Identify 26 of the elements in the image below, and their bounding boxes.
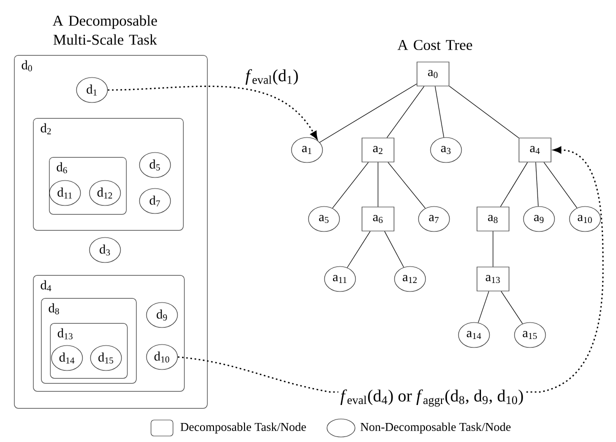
edge-label: f$_{eval}$(d$_{4}$) or f$_{aggr}$(d$_{8}$, d$_{9}$, d$_{10}$) bbox=[338, 387, 526, 409]
tree-line bbox=[346, 231, 371, 268]
tree-line bbox=[535, 162, 539, 207]
tree-box: a$_{6}$ bbox=[362, 206, 394, 232]
tree-line bbox=[332, 162, 369, 208]
tree-line bbox=[492, 231, 494, 267]
tree-line bbox=[449, 86, 519, 138]
tree-box: a$_{8}$ bbox=[476, 206, 510, 232]
edge-label: f$_{eval}$(d$_{1}$) bbox=[243, 67, 301, 87]
tree-box: a$_{13}$ bbox=[476, 266, 510, 292]
dotted-arrow bbox=[108, 86, 318, 140]
heading: A Decomposable Multi-Scale Task bbox=[52, 15, 157, 45]
tree-box: a$_{2}$ bbox=[362, 138, 394, 162]
tree-line bbox=[388, 162, 426, 209]
tree-line bbox=[386, 86, 424, 138]
tree-line bbox=[384, 231, 404, 268]
tree-line bbox=[478, 291, 490, 323]
legend-text: Non-Decomposable Task/Node bbox=[360, 422, 511, 434]
tree-box: a$_{0}$ bbox=[416, 62, 450, 86]
legend-text: Decomposable Task/Node bbox=[180, 422, 306, 434]
tree-line bbox=[434, 86, 444, 138]
tree-line bbox=[500, 291, 523, 324]
tree-line bbox=[500, 162, 528, 207]
tree-line bbox=[319, 84, 417, 143]
tree-line bbox=[544, 162, 578, 208]
tree-box: a$_{4}$ bbox=[518, 138, 552, 162]
